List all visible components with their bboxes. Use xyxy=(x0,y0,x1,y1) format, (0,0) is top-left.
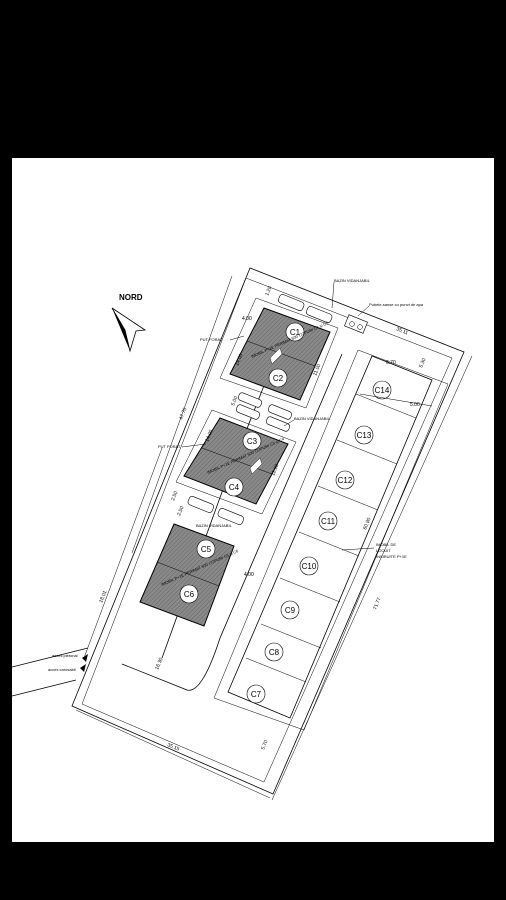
put-forat-label-2: PUT FORAT xyxy=(158,444,181,449)
dim-line xyxy=(271,355,473,801)
dim-left-lower: 18.01 xyxy=(98,590,108,604)
leader xyxy=(229,335,245,341)
unit-c10: C10 xyxy=(302,562,317,571)
access-label-1: acces pietonal xyxy=(52,653,78,658)
unit-c5: C5 xyxy=(201,545,212,554)
north-arrow-icon xyxy=(111,307,147,353)
unit-c4: C4 xyxy=(229,483,240,492)
dim-1100a: 11.00 xyxy=(312,363,322,377)
dim-top: 35.11 xyxy=(395,326,409,336)
dim-400b: 4.00 xyxy=(244,572,254,578)
dim-530: 5.30 xyxy=(418,357,427,368)
dim-line xyxy=(75,709,271,799)
dim-250a: 2.50 xyxy=(170,490,179,501)
unit-c6: C6 xyxy=(184,590,195,599)
imobil-right-label-2: LOCUIT xyxy=(376,548,391,553)
unit-c12: C12 xyxy=(338,476,353,485)
dim-120: 1.20 xyxy=(264,285,273,296)
stair-icon xyxy=(269,347,283,365)
row-house-dividers xyxy=(245,393,417,683)
dim-strip-width: 6.70 xyxy=(386,360,396,366)
leader xyxy=(341,547,375,551)
put-forat-label-1: PUT FORAT xyxy=(200,337,223,342)
unit-c1: C1 xyxy=(290,328,301,337)
dim-1400a: 14.00 xyxy=(234,353,244,367)
dim-line xyxy=(131,275,233,554)
site-plan: NORD xyxy=(12,267,473,801)
unit-c9: C9 xyxy=(285,606,296,615)
bazin-label-1: BAZIN VIDANJABIL xyxy=(334,278,371,283)
dim-line xyxy=(83,447,163,659)
north-label: NORD xyxy=(119,293,143,302)
imobil-right-label-3: INSIRUITE P+1E xyxy=(376,554,407,559)
leader xyxy=(331,281,335,309)
divider xyxy=(201,447,273,475)
bin-icon xyxy=(357,324,363,330)
row-houses-strip xyxy=(227,355,433,719)
dim-strip: 60.90 xyxy=(362,517,372,531)
dim-250b: 2.50 xyxy=(176,505,185,516)
unit-c11: C11 xyxy=(321,517,336,526)
unit-c8: C8 xyxy=(269,648,280,657)
imobil-right-label-1: IMOBIL DE xyxy=(376,542,396,547)
bins-area xyxy=(344,314,368,334)
unit-markers xyxy=(179,322,392,704)
dim-line xyxy=(359,393,433,407)
arrow-icon xyxy=(80,664,86,672)
plot-frame-2 xyxy=(175,409,297,515)
bazin-label-2: BAZIN VIDANJABIL xyxy=(294,416,331,421)
dim-left-upper: 47.70 xyxy=(178,407,188,421)
dim-1400b: 14.00 xyxy=(204,429,214,443)
leader xyxy=(357,305,370,317)
dim-500b: 5.00 xyxy=(230,395,239,406)
dim-right: 71.77 xyxy=(372,597,382,611)
site-boundary xyxy=(71,267,465,795)
access-label-2: acces carosabil xyxy=(48,667,76,672)
unit-c14: C14 xyxy=(375,386,390,395)
unit-c13: C13 xyxy=(357,431,372,440)
drawing-sheet: NORD xyxy=(12,158,494,842)
dim-bottom: 35.15 xyxy=(166,742,180,752)
building-2 xyxy=(183,417,289,505)
stair-icon xyxy=(249,457,263,475)
plot-frame-1 xyxy=(219,297,339,409)
pubele-label: Pubele-sanse cu punct de apa xyxy=(369,302,424,307)
dim-570: 5.70 xyxy=(260,739,269,750)
bin-icon xyxy=(349,321,355,327)
divider xyxy=(156,561,220,587)
unit-c2: C2 xyxy=(273,374,284,383)
row-houses-plot xyxy=(213,349,449,731)
dim-1100b: 11.00 xyxy=(270,463,280,477)
bazin-label-3: BAZIN VIDANJABIL xyxy=(196,523,233,528)
leader xyxy=(283,419,295,427)
unit-c7: C7 xyxy=(251,690,262,699)
leader xyxy=(181,443,207,448)
unit-c3: C3 xyxy=(247,437,258,446)
parking-cars xyxy=(187,294,333,525)
internal-road xyxy=(121,353,343,691)
dim-500: 5.00 xyxy=(410,402,420,408)
inner-boundary xyxy=(81,277,453,783)
arrow-icon xyxy=(82,654,88,662)
road-edge xyxy=(12,679,77,697)
dim-400a: 4.00 xyxy=(242,316,252,322)
dim-1630: 16.30 xyxy=(154,657,164,671)
road-edge xyxy=(12,647,89,668)
